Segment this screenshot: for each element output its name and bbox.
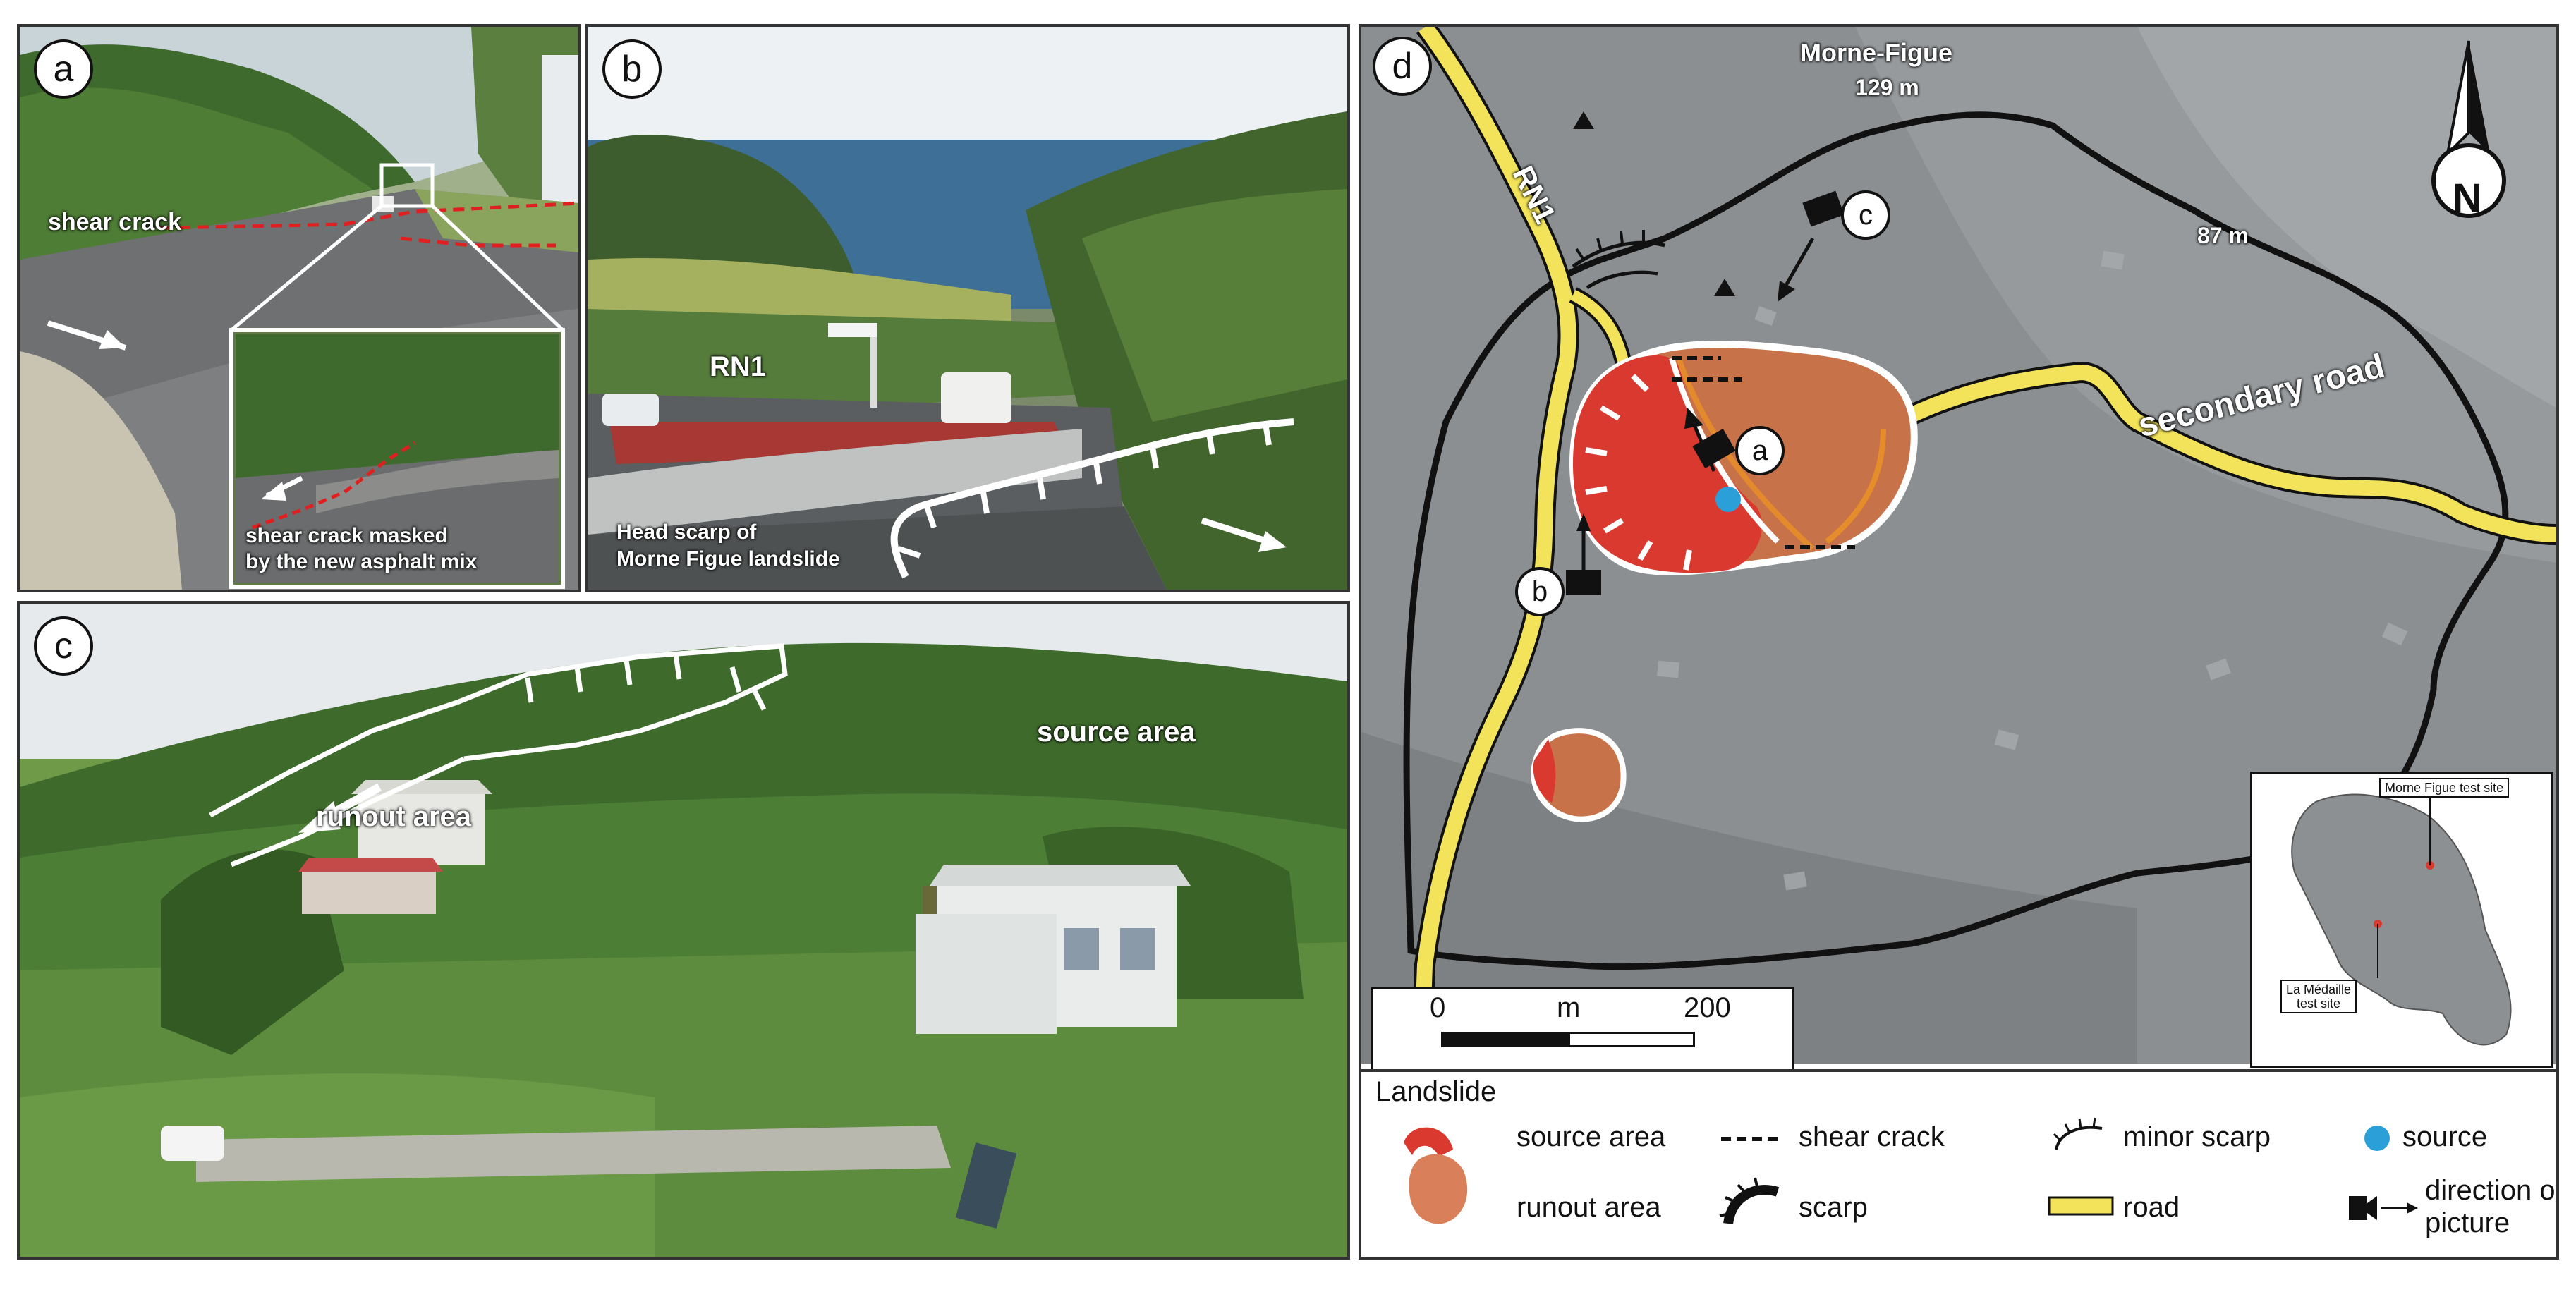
legend-scarp-label: scarp — [1799, 1192, 1868, 1223]
shear-crack-label: shear crack — [48, 209, 182, 236]
photo-panel-b: b RN1 Head scarp of Morne Figue landslid… — [585, 24, 1350, 592]
van — [941, 372, 1011, 423]
source-area-outline — [456, 643, 788, 762]
source-area-polygon — [1573, 355, 1762, 573]
legend-source-label: source — [2402, 1121, 2488, 1152]
site-label-morne-figue: Morne Figue test site — [2379, 778, 2510, 798]
legend-camera-icon — [2349, 1196, 2367, 1220]
legend-source-area-label: source area — [1517, 1121, 1666, 1152]
movement-arrow — [99, 330, 126, 349]
panel-label-c: c — [34, 616, 93, 676]
site-label-la-medaille: La Médaille test site — [2280, 980, 2357, 1013]
photo-marker-b: b — [1515, 567, 1565, 616]
north-label: N — [2453, 176, 2482, 221]
site-label-la-medaille-line1: La Médaille — [2286, 982, 2352, 997]
legend-shear-crack-label: shear crack — [1799, 1121, 1945, 1152]
peak-elevation-129: 129 m — [1855, 75, 1919, 100]
scale-max: 200 — [1684, 992, 1731, 1023]
scale-unit: m — [1557, 992, 1581, 1023]
photo-b-scene — [588, 27, 1347, 590]
head-scarp-caption-line1: Head scarp of — [616, 520, 757, 544]
peak-name-morne-figue: Morne-Figue — [1800, 38, 1952, 67]
head-scarp-line — [890, 418, 1294, 579]
legend-direction-line1: direction of — [2425, 1175, 2559, 1206]
legend-title: Landslide — [1375, 1076, 1497, 1107]
photo-marker-c: c — [1841, 190, 1890, 240]
scale-zero: 0 — [1430, 992, 1446, 1023]
legend-runout-area-label: runout area — [1517, 1192, 1661, 1223]
road-label-rn1: RN1 — [710, 351, 767, 382]
north-arrow-icon — [2431, 40, 2506, 218]
photo-c-scene — [20, 604, 1347, 1257]
legend-runout-area-swatch — [1409, 1154, 1468, 1224]
scale-bar-light — [1568, 1032, 1695, 1047]
car — [602, 394, 659, 426]
panel-label-b: b — [602, 39, 662, 99]
peak-elevation-87: 87 m — [2197, 223, 2249, 248]
legend-road-label: road — [2123, 1192, 2180, 1223]
photo-a-scene — [20, 27, 578, 590]
locator-inset-map: Morne Figue test site La Médaille test s… — [2250, 772, 2553, 1068]
source-area-label: source area — [1037, 717, 1196, 748]
movement-arrow — [1258, 531, 1287, 552]
watershed-boundary — [1403, 111, 2509, 970]
source-point — [1715, 487, 1741, 512]
legend-direction-line2: picture — [2425, 1207, 2510, 1238]
car — [161, 1126, 224, 1161]
runout-area-label: runout area — [316, 801, 472, 832]
camera-icon — [1566, 190, 1845, 595]
legend-symbols — [1404, 1117, 2418, 1225]
scale-bar-dark — [1441, 1032, 1568, 1047]
legend-road-symbol — [2048, 1196, 2114, 1216]
photo-panel-c: c source area runout area — [17, 601, 1350, 1260]
inset-caption-line1: shear crack masked — [245, 524, 448, 547]
panel-label-d: d — [1373, 37, 1432, 96]
legend-minor-scarp-symbol — [2055, 1126, 2103, 1150]
zoom-source-box — [379, 163, 435, 208]
legend-scarp-symbol — [1723, 1185, 1780, 1225]
site-label-la-medaille-line2: test site — [2297, 997, 2341, 1011]
movement-arrow — [298, 801, 341, 833]
legend-source-symbol — [2364, 1126, 2390, 1151]
map-panel-d: d Morne-Figue 129 m 87 m RN1 secondary r… — [1359, 24, 2559, 1260]
legend: Landslide — [1361, 1069, 2559, 1257]
scale-bar-box: 0 m 200 — [1371, 987, 1794, 1072]
road-rn1 — [1414, 27, 1576, 1064]
legend-source-area-swatch — [1404, 1127, 1453, 1157]
head-scarp-caption-line2: Morne Figue landslide — [616, 547, 840, 571]
photo-marker-a: a — [1735, 426, 1785, 475]
peak-morne-figue — [1573, 111, 1594, 129]
panel-label-a: a — [34, 39, 93, 99]
house-center — [358, 794, 485, 865]
legend-minor-scarp-label: minor scarp — [2123, 1121, 2271, 1152]
secondary-road — [1894, 364, 2556, 542]
photo-panel-a: a shear crack shear crack masked by the … — [17, 24, 581, 592]
inset-caption-line2: by the new asphalt mix — [245, 550, 478, 573]
island-silhouette — [2291, 793, 2512, 1046]
